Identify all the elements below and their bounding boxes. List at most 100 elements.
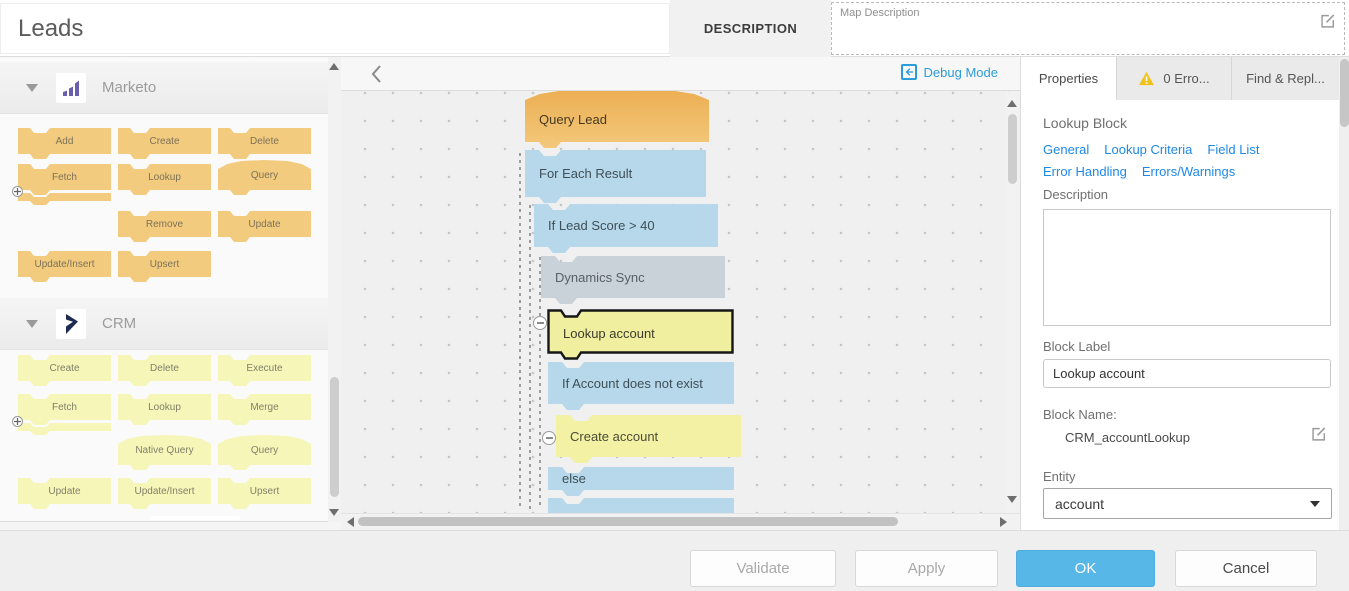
flow-block-lookup-account-selected[interactable]: Lookup account — [547, 309, 734, 361]
debug-back-icon — [900, 64, 917, 80]
palette-block-marketo-fetch-strip[interactable] — [18, 193, 111, 205]
scroll-down-arrow[interactable] — [1007, 496, 1017, 503]
titlebar: Leads DESCRIPTION — [0, 0, 1349, 57]
palette-block-marketo-update[interactable]: Update — [218, 211, 311, 242]
scroll-right-arrow[interactable] — [1000, 517, 1007, 527]
section-header-crm[interactable]: CRM — [0, 298, 328, 350]
cancel-button[interactable]: Cancel — [1175, 550, 1317, 587]
palette-block-crm-delete[interactable]: Delete — [118, 355, 211, 386]
nesting-guide — [529, 205, 531, 509]
panel-scroll-thumb[interactable] — [1340, 59, 1349, 127]
section-header-marketo[interactable]: Marketo — [0, 62, 328, 114]
link-lookup-criteria[interactable]: Lookup Criteria — [1104, 142, 1193, 157]
debug-mode-label: Debug Mode — [923, 64, 998, 80]
dropdown-caret-icon — [1310, 500, 1320, 507]
flow-block-query-lead[interactable]: Query Lead — [525, 91, 709, 148]
panel-scrollbar[interactable] — [1339, 57, 1349, 530]
palette-block-crm-fetch[interactable]: Fetch — [18, 394, 111, 425]
collapse-chevron-icon[interactable] — [26, 319, 38, 328]
palette-block-crm-merge[interactable]: Merge — [218, 394, 311, 425]
canvas-vscroll-thumb[interactable] — [1008, 114, 1017, 184]
canvas-vscrollbar[interactable] — [1006, 92, 1019, 513]
plus-icon[interactable] — [12, 186, 23, 197]
block-label-input[interactable] — [1043, 359, 1331, 388]
map-description-input[interactable] — [832, 3, 1292, 47]
link-errors-warnings[interactable]: Errors/Warnings — [1141, 164, 1236, 179]
tab-description[interactable]: DESCRIPTION — [670, 0, 831, 57]
page-title: Leads — [18, 14, 84, 42]
description-label: Description — [1043, 187, 1109, 202]
palette-block-marketo-create[interactable]: Create — [118, 128, 211, 159]
entity-selected-value: account — [1055, 495, 1105, 512]
flow-block-partial[interactable] — [548, 498, 734, 513]
canvas-toolbar: Debug Mode — [341, 57, 1020, 91]
palette-block-crm-fetch-strip[interactable] — [18, 423, 111, 435]
link-error-handling[interactable]: Error Handling — [1043, 164, 1127, 179]
ok-button[interactable]: OK — [1016, 550, 1155, 587]
palette-block-marketo-lookup[interactable]: Lookup — [118, 164, 211, 195]
palette-block-marketo-upsert[interactable]: Upsert — [118, 251, 211, 282]
plus-icon[interactable] — [12, 416, 23, 427]
validate-button[interactable]: Validate — [690, 550, 836, 587]
collapse-toggle-icon[interactable] — [542, 431, 556, 445]
workflow-canvas[interactable]: Query Lead For Each Result If Lead Score… — [341, 91, 1020, 513]
description-textarea[interactable] — [1043, 209, 1331, 326]
link-field-list[interactable]: Field List — [1207, 142, 1260, 157]
scroll-left-arrow[interactable] — [347, 517, 354, 527]
palette-block-crm-create[interactable]: Create — [18, 355, 111, 386]
tab-errors[interactable]: 0 Erro... — [1116, 57, 1231, 100]
scroll-up-arrow[interactable] — [1007, 100, 1017, 107]
collapse-chevron-icon[interactable] — [26, 83, 38, 92]
link-general[interactable]: General — [1043, 142, 1090, 157]
flow-block-for-each-result[interactable]: For Each Result — [525, 150, 706, 203]
flow-block-dynamics-sync[interactable]: Dynamics Sync — [541, 256, 725, 304]
settings-nav-links: General Lookup Criteria Field List Error… — [1043, 142, 1335, 179]
connector-sidebar: Marketo Add Create Delete Fetch Lookup Q… — [0, 57, 341, 522]
palette-block-crm-lookup[interactable]: Lookup — [118, 394, 211, 425]
palette-block-marketo-fetch[interactable]: Fetch — [18, 164, 111, 195]
canvas-hscroll-thumb[interactable] — [358, 517, 898, 526]
section-name: CRM — [102, 315, 137, 332]
palette-block-marketo-add[interactable]: Add — [18, 128, 111, 159]
flow-block-create-account[interactable]: Create account — [556, 415, 741, 463]
palette-block-crm-upsert[interactable]: Upsert — [218, 478, 311, 509]
tab-properties[interactable]: Properties — [1021, 57, 1116, 100]
apply-button[interactable]: Apply — [855, 550, 998, 587]
tab-label: Properties — [1038, 71, 1099, 86]
sidebar-hscroll-thumb[interactable] — [150, 516, 240, 520]
tab-find-replace[interactable]: Find & Repl... — [1231, 57, 1339, 100]
flow-block-label: Lookup account — [563, 326, 655, 341]
flow-block-if-lead-score[interactable]: If Lead Score > 40 — [534, 204, 718, 253]
edit-icon[interactable] — [1318, 12, 1336, 30]
block-label-label: Block Label — [1043, 339, 1111, 354]
debug-mode-toggle[interactable]: Debug Mode — [900, 64, 998, 80]
map-title-field[interactable]: Leads — [0, 3, 670, 54]
palette-block-marketo-delete[interactable]: Delete — [218, 128, 311, 159]
block-name-value: CRM_accountLookup — [1065, 430, 1191, 445]
tab-label: 0 Erro... — [1163, 71, 1210, 86]
back-chevron-icon[interactable] — [369, 64, 383, 84]
sidebar-scroll-thumb[interactable] — [330, 377, 339, 497]
scroll-up-arrow[interactable] — [329, 63, 339, 70]
palette-block-crm-native-query[interactable]: Native Query — [118, 435, 211, 470]
nesting-guide — [539, 257, 541, 509]
palette-block-marketo-remove[interactable]: Remove — [118, 211, 211, 242]
edit-icon[interactable] — [1309, 425, 1327, 443]
palette-block-marketo-query[interactable]: Query — [218, 160, 311, 195]
flow-block-if-account-not-exist[interactable]: If Account does not exist — [548, 362, 734, 410]
palette-block-crm-execute[interactable]: Execute — [218, 355, 311, 386]
entity-dropdown[interactable]: account — [1043, 488, 1332, 519]
palette-block-crm-query[interactable]: Query — [218, 435, 311, 470]
block-name-label: Block Name: — [1043, 407, 1117, 422]
panel-heading: Lookup Block — [1043, 115, 1128, 131]
palette-block-marketo-update-insert[interactable]: Update/Insert — [18, 251, 111, 282]
map-description-field[interactable] — [831, 2, 1345, 55]
palette-block-crm-update-insert[interactable]: Update/Insert — [118, 478, 211, 509]
footer-bar: Validate Apply OK Cancel — [0, 530, 1349, 591]
flow-block-else[interactable]: else — [548, 467, 734, 496]
scroll-down-arrow[interactable] — [329, 509, 339, 516]
warning-icon — [1139, 71, 1155, 86]
palette-block-crm-update[interactable]: Update — [18, 478, 111, 509]
collapse-toggle-icon[interactable] — [533, 316, 547, 330]
